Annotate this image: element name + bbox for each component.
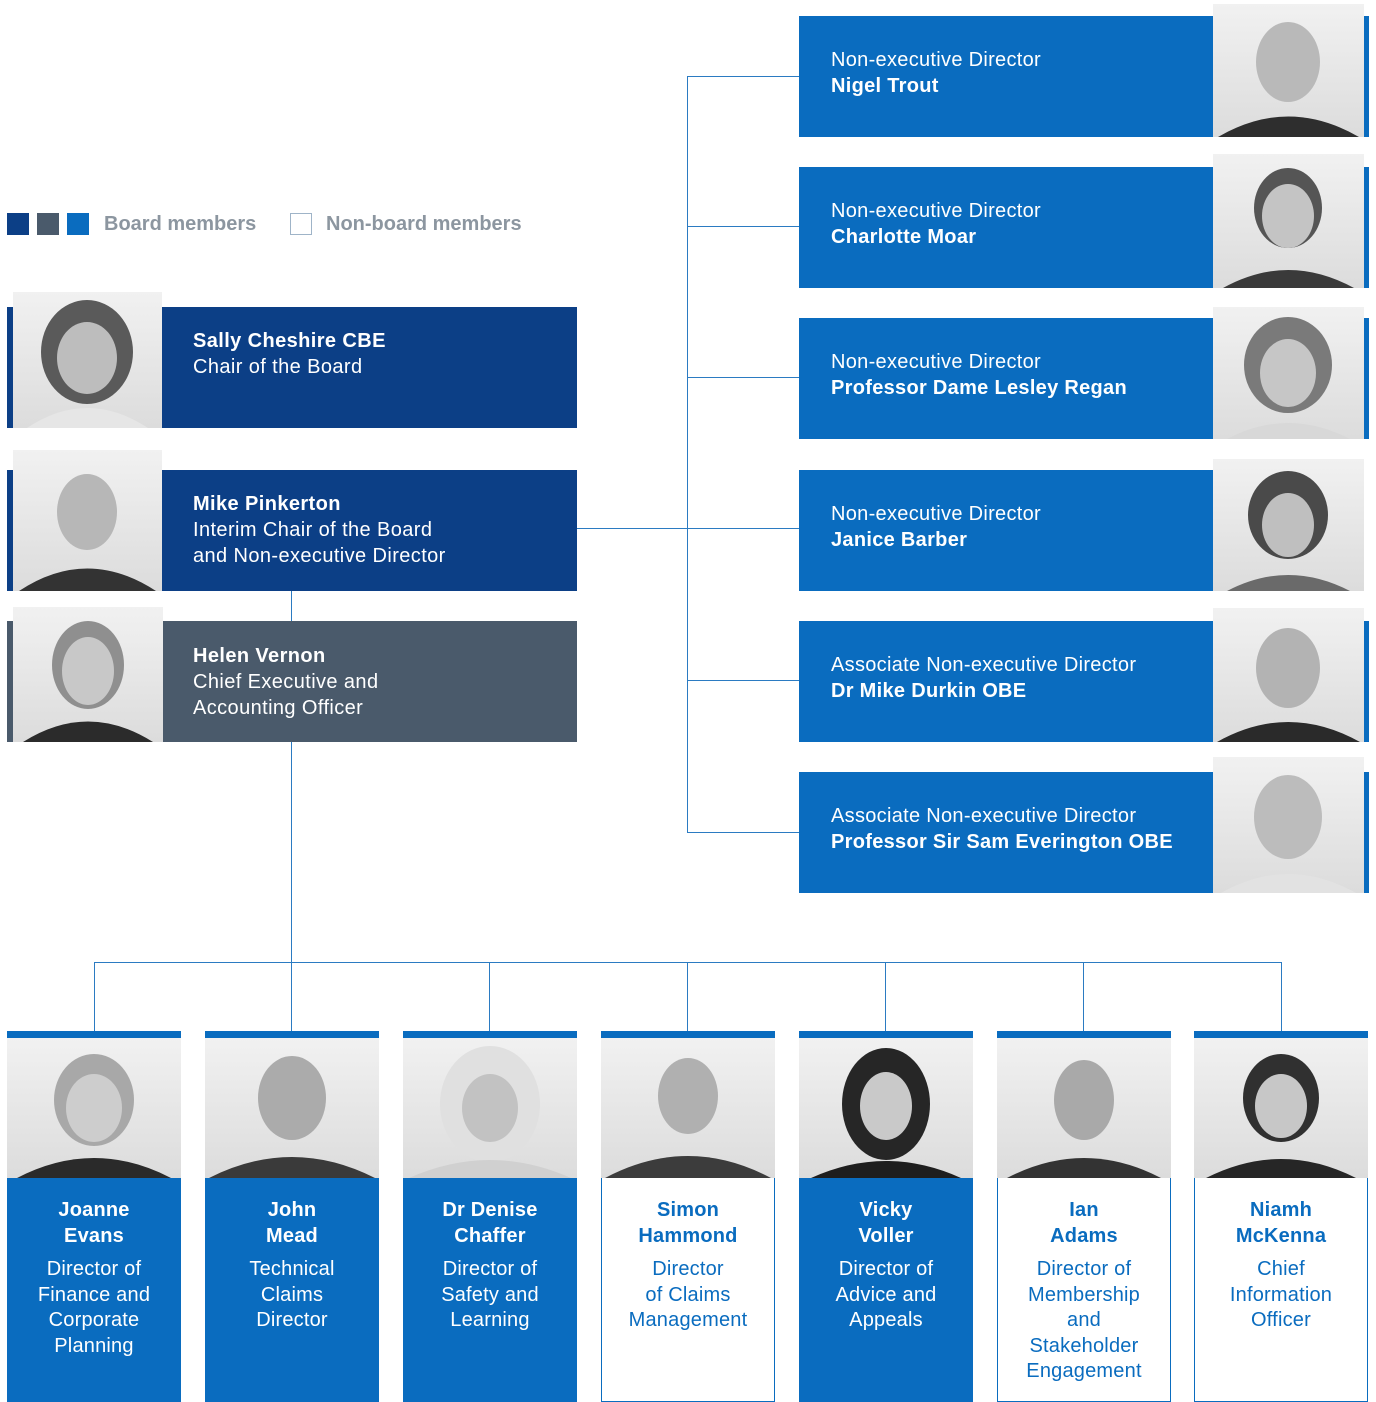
ned-photo-charlotte-moar [1213, 154, 1364, 288]
ceo-photo [13, 607, 163, 742]
ned-role: Non-executive Director [831, 351, 1042, 373]
interim-chair-box: Mike Pinkerton Interim Chair of the Boar… [162, 470, 577, 591]
director-name: Niamh McKenna [1235, 1199, 1327, 1247]
ned-name: Charlotte Moar [831, 226, 977, 248]
ned-role: Associate Non-executive Director [831, 805, 1137, 827]
interim-chair-role: Interim Chair of the Board and Non-execu… [193, 519, 446, 567]
legend-board-label: Board members [104, 213, 257, 235]
director-name: Ian Adams [1050, 1199, 1118, 1247]
director-role: Technical Claims Director [249, 1258, 335, 1331]
ned-box-charlotte-moar: Non-executive Director Charlotte Moar [799, 167, 1214, 288]
ned-box-lesley-regan: Non-executive Director Professor Dame Le… [799, 318, 1214, 439]
ned-role: Non-executive Director [831, 49, 1042, 71]
director-photo [205, 1038, 379, 1178]
ned-role: Associate Non-executive Director [831, 654, 1137, 676]
ned-photo-lesley-regan [1213, 307, 1364, 439]
legend-swatch-slate [37, 213, 59, 235]
ned-role: Non-executive Director [831, 200, 1042, 222]
person-silhouette-icon [811, 1048, 961, 1178]
director-info: Ian Adams Director of Membership and Sta… [997, 1178, 1171, 1402]
ned-box-nigel-trout: Non-executive Director Nigel Trout [799, 16, 1214, 137]
director-photo [799, 1038, 973, 1178]
interim-chair-name: Mike Pinkerton [193, 493, 341, 515]
director-name: Dr Denise Chaffer [442, 1199, 538, 1247]
ned-photo-nigel-trout [1213, 4, 1364, 137]
person-silhouette-icon [605, 1058, 771, 1178]
legend-swatch-navy [7, 213, 29, 235]
person-silhouette-icon [209, 1056, 375, 1178]
person-silhouette-icon [23, 621, 153, 742]
person-silhouette-icon [409, 1046, 571, 1178]
ned-name: Dr Mike Durkin OBE [831, 680, 1027, 702]
chair-name: Sally Cheshire CBE [193, 330, 386, 352]
person-silhouette-icon [19, 474, 156, 591]
chair-box: Sally Cheshire CBE Chair of the Board [162, 307, 577, 428]
director-role: Chief Information Officer [1229, 1258, 1333, 1331]
ned-box-janice-barber: Non-executive Director Janice Barber [799, 470, 1214, 591]
person-silhouette-icon [1221, 775, 1356, 893]
director-info: Niamh McKenna Chief Information Officer [1194, 1178, 1368, 1402]
person-silhouette-icon [1227, 317, 1350, 439]
ned-box-sam-everington: Associate Non-executive Director Profess… [799, 772, 1214, 893]
legend-non-board-label: Non-board members [326, 213, 522, 235]
ned-box-mike-durkin: Associate Non-executive Director Dr Mike… [799, 621, 1214, 742]
director-info: Joanne Evans Director of Finance and Cor… [7, 1178, 181, 1402]
person-silhouette-icon [1007, 1060, 1161, 1178]
ned-name: Janice Barber [831, 529, 968, 551]
person-silhouette-icon [17, 1054, 171, 1178]
director-photo [7, 1038, 181, 1178]
director-role: Director of Advice and Appeals [835, 1258, 937, 1331]
director-role: Director of Finance and Corporate Planni… [37, 1258, 151, 1357]
ceo-box: Helen Vernon Chief Executive and Account… [163, 621, 577, 742]
interim-chair-photo [13, 450, 162, 591]
ceo-name: Helen Vernon [193, 645, 326, 667]
ceo-role: Chief Executive and Accounting Officer [193, 671, 379, 719]
director-role: Director of Membership and Stakeholder E… [1026, 1258, 1142, 1382]
legend-swatch-outline [290, 213, 312, 235]
ned-name: Professor Sir Sam Everington OBE [831, 831, 1173, 853]
director-photo [997, 1038, 1171, 1178]
legend-swatch-blue [67, 213, 89, 235]
director-info: Vicky Voller Director of Advice and Appe… [799, 1178, 973, 1402]
ned-photo-mike-durkin [1213, 608, 1364, 742]
director-name: Vicky Voller [858, 1199, 914, 1247]
ned-role: Non-executive Director [831, 503, 1042, 525]
person-silhouette-icon [1217, 628, 1360, 742]
director-photo [403, 1038, 577, 1178]
person-silhouette-icon [27, 300, 148, 428]
chair-photo [13, 292, 162, 428]
director-name: Joanne Evans [58, 1199, 130, 1247]
director-photo [601, 1038, 775, 1178]
person-silhouette-icon [1218, 22, 1359, 137]
person-silhouette-icon [1227, 471, 1350, 591]
director-name: John Mead [266, 1199, 318, 1247]
director-role: Director of Safety and Learning [441, 1258, 539, 1331]
director-photo [1194, 1038, 1368, 1178]
director-info: Dr Denise Chaffer Director of Safety and… [403, 1178, 577, 1402]
director-info: John Mead Technical Claims Director [205, 1178, 379, 1402]
chair-role: Chair of the Board [193, 356, 363, 378]
director-role: Director of Claims Management [628, 1258, 748, 1331]
ned-photo-janice-barber [1213, 459, 1364, 591]
ned-name: Professor Dame Lesley Regan [831, 377, 1128, 399]
person-silhouette-icon [1206, 1054, 1356, 1178]
ned-photo-sam-everington [1213, 757, 1364, 893]
director-name: Simon Hammond [638, 1199, 738, 1247]
ned-name: Nigel Trout [831, 75, 939, 97]
director-info: Simon Hammond Director of Claims Managem… [601, 1178, 775, 1402]
person-silhouette-icon [1223, 168, 1354, 288]
